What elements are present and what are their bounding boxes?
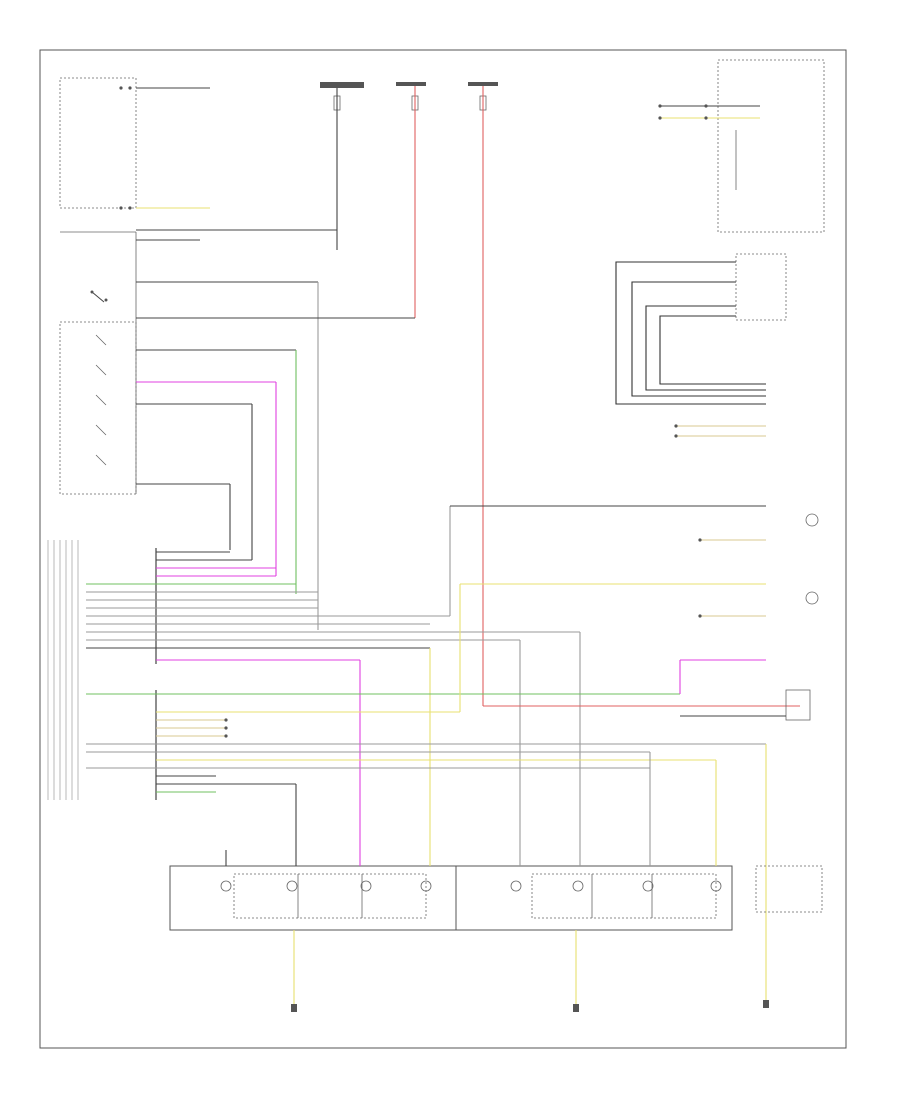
left-headlamp-assembly [169, 865, 457, 931]
power-supply-block [320, 82, 364, 88]
switch-icon [90, 290, 108, 303]
right-headlamp-assembly [455, 865, 733, 931]
diagram-frame [39, 49, 847, 1049]
bulb-icon [805, 513, 819, 605]
rain-light-sensor-module [717, 59, 825, 233]
connector-dots [119, 86, 708, 738]
light-switch [59, 77, 137, 495]
relay-box [785, 689, 811, 721]
instrument-cluster-harness [615, 253, 787, 405]
fuse-icon [333, 95, 487, 111]
ground-icon [291, 1000, 769, 1012]
